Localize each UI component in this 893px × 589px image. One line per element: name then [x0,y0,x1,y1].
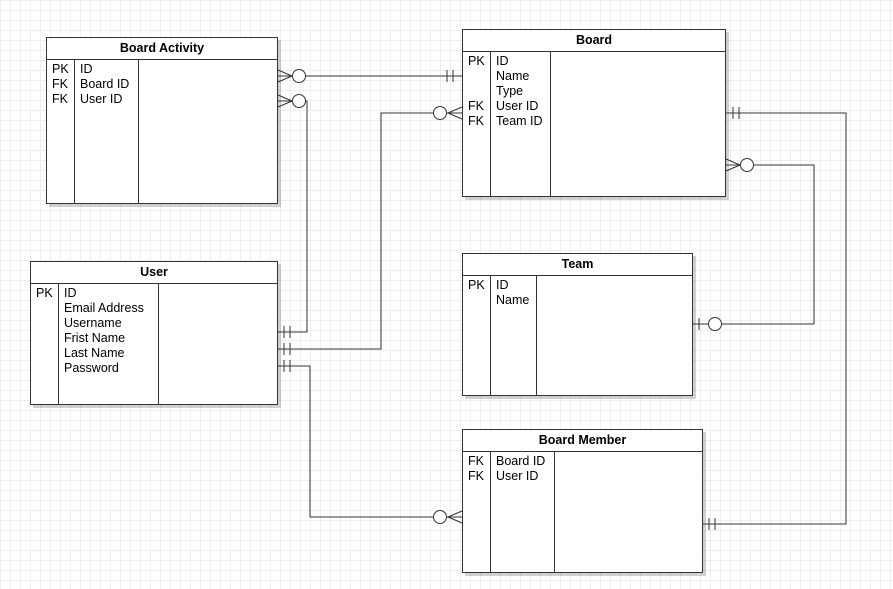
attribute-name: Name [496,69,530,83]
key-marker: FK [468,99,484,113]
attribute-row: Name [463,69,725,84]
key-marker: FK [52,77,68,91]
attribute-name: Team ID [496,114,543,128]
key-marker: FK [468,114,484,128]
attribute-name: Username [64,316,122,330]
attribute-name: Name [496,293,530,307]
entity-body: PK ID Name Type FK User ID FK Team I [463,52,725,196]
key-column-divider [58,284,59,404]
attribute-name: Frist Name [64,331,126,345]
relationship-board-activity-board[interactable] [277,69,462,83]
attribute-row: Username [31,316,277,331]
attribute-name: Email Address [64,301,144,315]
entity-title: Team [463,254,692,276]
attribute-name: ID [80,62,93,76]
attribute-name: Password [64,361,119,375]
attribute-row: Last Name [31,346,277,361]
key-marker: FK [468,454,484,468]
attribute-row: Type [463,84,725,99]
attribute-name: ID [496,54,509,68]
key-marker: PK [468,54,485,68]
attribute-name: Last Name [64,346,125,360]
entity-board-member[interactable]: Board Member FK Board ID FK User ID [462,429,703,573]
key-column-divider [74,60,75,203]
attribute-row: FK User ID [463,99,725,114]
attribute-name: Board ID [496,454,546,468]
attribute-row: PK ID [463,278,692,293]
attribute-row: FK Board ID [47,77,277,92]
key-column-divider [490,52,491,196]
key-column-divider [490,452,491,572]
entity-team[interactable]: Team PK ID Name [462,253,693,396]
attribute-row: FK Board ID [463,454,702,469]
attribute-row: PK ID [47,62,277,77]
attribute-name: User ID [496,99,539,113]
attribute-row: Password [31,361,277,376]
attribute-name: ID [64,286,77,300]
key-marker: FK [52,92,68,106]
attribute-name: User ID [80,92,123,106]
attribute-column-divider [554,452,555,572]
relationship-user-board-member[interactable] [278,360,463,524]
entity-title: Board [463,30,725,52]
attribute-column-divider [536,276,537,395]
entity-board-activity[interactable]: Board Activity PK ID FK Board ID FK User… [46,37,278,204]
key-marker: FK [468,469,484,483]
key-column-divider [490,276,491,395]
key-marker: PK [468,278,485,292]
attribute-row: Name [463,293,692,308]
attribute-name: User ID [496,469,539,483]
attribute-row: Email Address [31,301,277,316]
attribute-name: Type [496,84,524,98]
attribute-column-divider [550,52,551,196]
entity-body: FK Board ID FK User ID [463,452,702,572]
entity-board[interactable]: Board PK ID Name Type FK User [462,29,726,197]
attribute-row: FK Team ID [463,114,725,129]
attribute-name: Board ID [80,77,130,91]
key-marker: PK [36,286,53,300]
attribute-row: PK ID [31,286,277,301]
entity-body: PK ID FK Board ID FK User ID [47,60,277,203]
entity-title: User [31,262,277,284]
entity-title: Board Activity [47,38,277,60]
attribute-column-divider [158,284,159,404]
attribute-column-divider [138,60,139,203]
attribute-row: FK User ID [463,469,702,484]
entity-title: Board Member [463,430,702,452]
relationship-board-activity-user[interactable] [277,94,308,339]
relationship-user-board[interactable] [278,106,463,356]
attribute-name: ID [496,278,509,292]
attribute-row: FK User ID [47,92,277,107]
entity-body: PK ID Name [463,276,692,395]
entity-body: PK ID Email Address Username Frist Name [31,284,277,404]
attribute-row: Frist Name [31,331,277,346]
entity-user[interactable]: User PK ID Email Address Username [30,261,278,405]
key-marker: PK [52,62,69,76]
attribute-row: PK ID [463,54,725,69]
